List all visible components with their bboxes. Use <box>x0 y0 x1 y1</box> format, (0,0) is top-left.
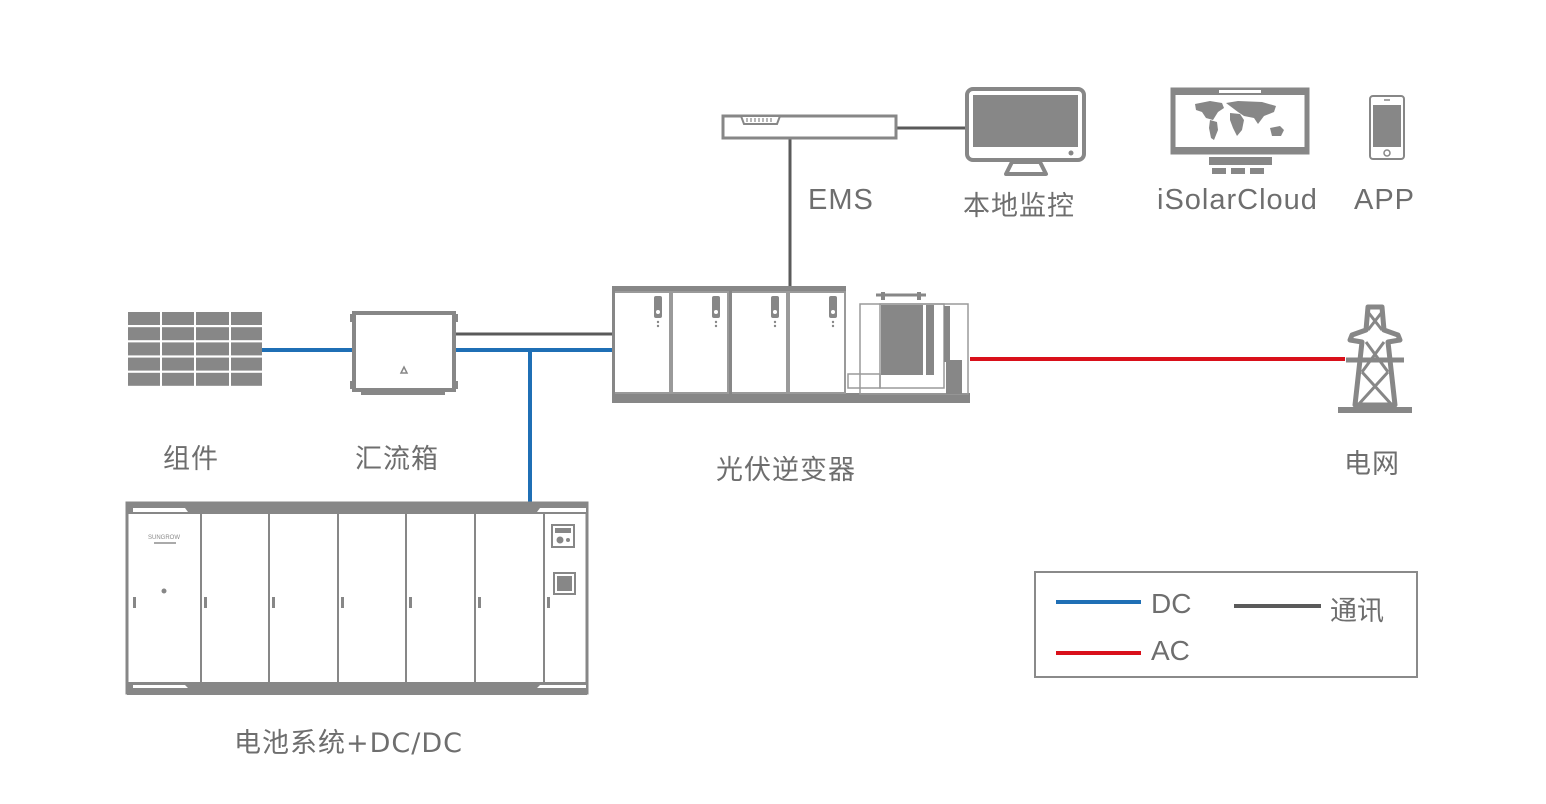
transmission-tower-icon <box>1338 304 1412 413</box>
solar-cell <box>231 372 262 386</box>
battery-cabinet-icon: SUNGROW <box>125 501 589 695</box>
inverter-label: 光伏逆变器 <box>716 455 856 486</box>
solar-panel-icon <box>128 312 262 386</box>
battery-label: 电池系统+DC/DC <box>234 728 464 759</box>
pv-module-label: 组件 <box>163 444 219 475</box>
door-handle <box>133 597 136 608</box>
solar-cell <box>231 312 262 325</box>
solar-cell <box>128 357 160 371</box>
solar-cell <box>196 342 229 356</box>
inverter-cabinet <box>730 291 788 394</box>
door-handle <box>341 597 344 608</box>
legend-comm-swatch <box>1234 604 1321 608</box>
legend-ac-swatch <box>1056 651 1141 655</box>
solar-cell <box>231 342 262 356</box>
legend-dc-swatch <box>1056 600 1141 604</box>
app-label: APP <box>1354 184 1416 216</box>
solar-cell <box>128 372 160 386</box>
ems-label: EMS <box>808 184 874 216</box>
solar-cell <box>162 327 194 341</box>
solar-cell <box>128 312 160 325</box>
solar-cell <box>162 342 194 356</box>
door-handle <box>478 597 481 608</box>
brand-label: SUNGROW <box>148 535 180 541</box>
solar-cell <box>196 327 229 341</box>
door-handle <box>409 597 412 608</box>
solar-cell <box>128 327 160 341</box>
smartphone-icon <box>1369 95 1405 160</box>
solar-cell <box>128 342 160 356</box>
solar-cell <box>196 372 229 386</box>
legend: DC AC 通讯 <box>1034 571 1418 678</box>
inverter-cabinet <box>788 291 846 394</box>
connections <box>262 126 1345 502</box>
ems-switch-icon <box>721 114 898 140</box>
inverter-station-icon <box>612 286 970 403</box>
solar-cell <box>231 327 262 341</box>
combiner-box-label: 汇流箱 <box>355 444 439 475</box>
legend-ac-label: AC <box>1151 635 1190 666</box>
grid-label: 电网 <box>1344 449 1400 480</box>
inverter-cabinet <box>613 291 671 394</box>
cloud-label: iSolarCloud <box>1157 184 1318 216</box>
solar-cell <box>196 357 229 371</box>
solar-cell <box>231 357 262 371</box>
solar-cell <box>162 312 194 325</box>
legend-comm-label: 通讯 <box>1330 596 1384 627</box>
legend-dc-label: DC <box>1151 588 1192 619</box>
solar-cell <box>162 372 194 386</box>
monitor-icon <box>965 87 1086 176</box>
inverter-cabinet <box>671 291 729 394</box>
local-monitor-label: 本地监控 <box>963 191 1075 222</box>
combiner-box-icon <box>350 311 458 395</box>
solar-cell <box>196 312 229 325</box>
solar-cell <box>162 357 194 371</box>
door-handle <box>547 597 550 608</box>
door-handle <box>272 597 275 608</box>
door-handle <box>204 597 207 608</box>
world-map-screen-icon <box>1170 87 1310 174</box>
